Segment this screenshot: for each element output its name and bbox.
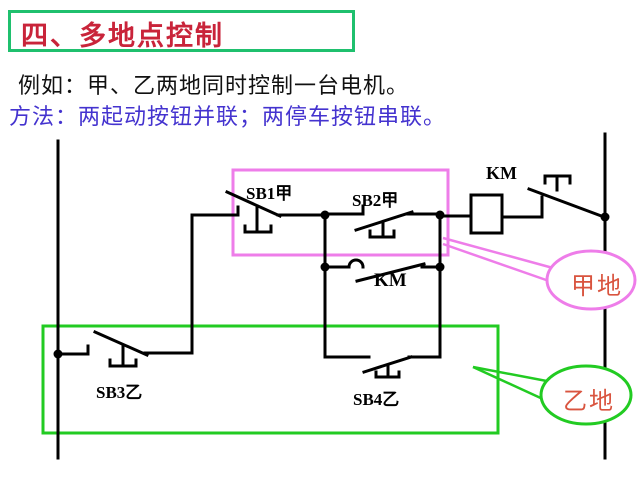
sb4-label: SB4乙 [353, 390, 400, 409]
location-a-box [231, 168, 450, 257]
km-coil [438, 193, 544, 235]
location-b-callout-tail [472, 365, 553, 402]
sb4-no-pushbutton [323, 355, 442, 379]
overload-nc-contact [527, 174, 606, 219]
sb2-no-pushbutton [323, 204, 442, 239]
sb1-label: SB1甲 [246, 184, 293, 203]
example-line: 例如：甲、乙两地同时控制一台电机。 [18, 73, 410, 98]
page-title: 四、多地点控制 [21, 21, 224, 51]
location-a-callout-tail [442, 236, 554, 283]
location-a-callout-label: 甲地 [571, 274, 623, 300]
sb3-nc-pushbutton [56, 330, 194, 368]
sb1-nc-pushbutton [225, 190, 327, 234]
sb2-label: SB2甲 [352, 191, 399, 210]
location-b-callout-bubble [539, 364, 633, 426]
km-aux-label: KM [374, 270, 407, 291]
km-coil-label: KM [486, 163, 517, 183]
sb3-label: SB3乙 [96, 383, 143, 402]
title-box: 四、多地点控制 [8, 10, 355, 52]
location-a-callout-bubble [545, 249, 637, 311]
junction-dots [53, 210, 610, 359]
location-b-callout-label: 乙地 [563, 389, 615, 415]
method-line: 方法：两起动按钮并联；两停车按钮串联。 [9, 104, 447, 129]
